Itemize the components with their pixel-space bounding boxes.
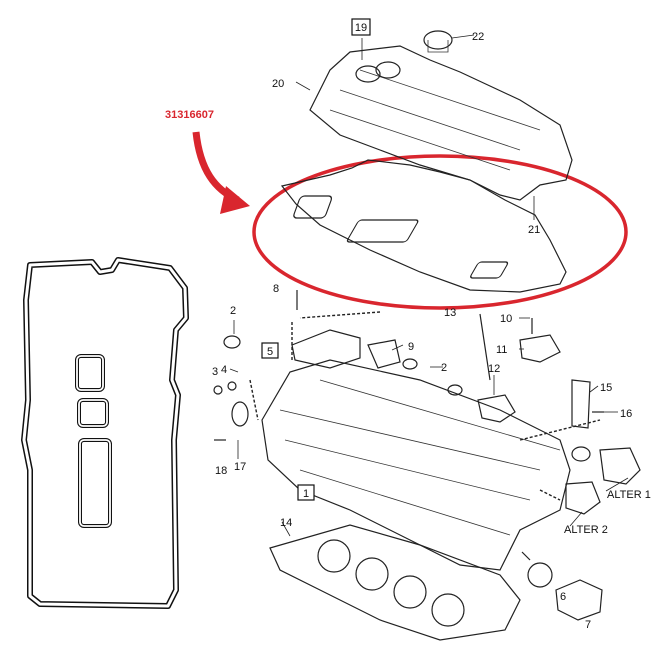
label-22: 22 [472,31,484,43]
boxed-label-5: 5 [261,342,279,359]
label-5: 5 [267,346,273,358]
label-19: 19 [355,22,367,34]
label-20: 20 [272,78,284,90]
callout-alter-2: ALTER 2 [564,524,608,536]
camshaft-caps [291,329,591,429]
seals-and-fasteners [213,290,604,588]
valve-cover-gasket-illustration [21,257,189,609]
label-14: 14 [280,517,292,529]
valve-cover [309,30,573,201]
label-17: 17 [234,461,246,473]
alternate-parts [555,447,641,621]
highlight-arrow [192,131,240,204]
head-gasket [269,524,521,641]
label-11: 11 [496,344,507,356]
label-1: 1 [303,488,309,500]
label-3: 3 [212,366,218,378]
label-15: 15 [600,382,612,394]
label-8: 8 [273,283,279,295]
label-7: 7 [585,619,591,631]
highlight-ellipse [252,154,628,310]
cylinder-head [261,359,571,571]
label-2a: 2 [230,305,236,317]
assembly-guides [249,311,601,501]
label-10: 10 [500,313,512,325]
highlight-arrow-head [220,186,250,214]
label-9: 9 [408,341,414,353]
label-2b: 2 [441,362,447,374]
callout-alter-1: ALTER 1 [607,489,651,501]
boxed-label-19: 19 [351,18,371,36]
label-16: 16 [620,408,632,420]
label-13: 13 [444,307,456,319]
part-number-label: 31316607 [165,109,214,121]
label-4: 4 [221,364,227,376]
label-18: 18 [215,465,227,477]
valve-cover-gasket [280,159,567,293]
label-6: 6 [560,591,566,603]
leader-lines [229,34,629,537]
boxed-label-1: 1 [297,484,315,501]
label-21: 21 [528,224,540,236]
label-12: 12 [488,363,500,375]
